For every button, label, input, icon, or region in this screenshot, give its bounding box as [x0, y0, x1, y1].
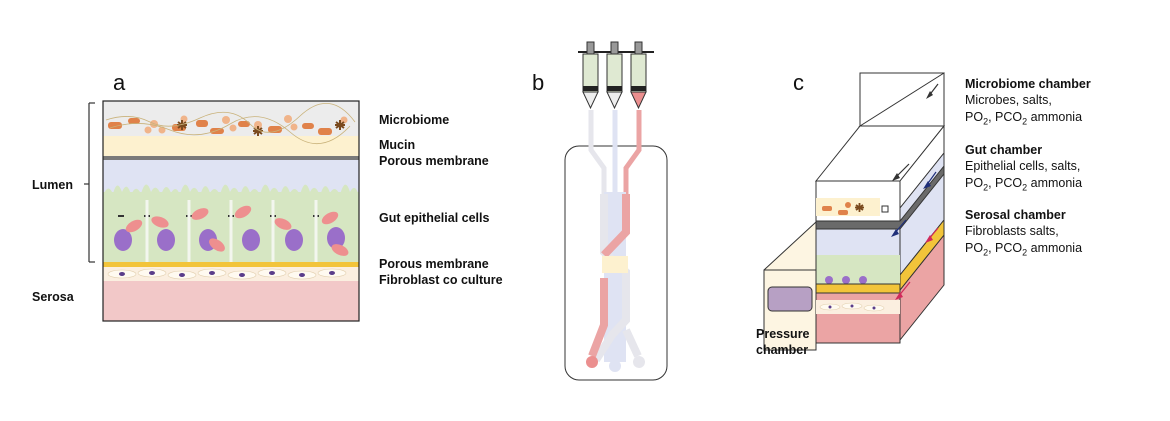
microbiome-chamber-block: Microbiome chamber Microbes, salts, PO2,… [965, 76, 1091, 131]
mucin-label: Mucin [379, 138, 416, 152]
pressure-chamber-bag [767, 286, 813, 312]
panel-a-letter: a [113, 70, 126, 95]
lumen-bracket [84, 102, 95, 263]
serosal-chamber-line2: PO2, PCO2 ammonia [965, 241, 1083, 258]
porous-membrane-bottom-label: Porous membrane [379, 257, 489, 271]
gut-chamber-title: Gut chamber [965, 143, 1043, 157]
gut-chamber-block: Gut chamber Epithelial cells, salts, PO2… [965, 142, 1082, 197]
panel-b-device [564, 41, 668, 381]
gut-chamber-line1: Epithelial cells, salts, [965, 159, 1081, 173]
gut-chamber-line2: PO2, PCO2 ammonia [965, 176, 1083, 193]
mucin-layer [103, 136, 359, 156]
microbiome-chamber-line1: Microbes, salts, [965, 93, 1052, 107]
gut-epithelial-label: Gut epithelial cells [379, 211, 490, 225]
nucleus [327, 227, 345, 249]
panel-c-device [763, 72, 946, 352]
porous-membrane-top [103, 156, 359, 160]
serosa-label: Serosa [32, 290, 74, 304]
porous-membrane-top-label: Porous membrane [379, 154, 489, 168]
syringe-right [630, 41, 647, 110]
fibroblast-label: Fibroblast co culture [379, 273, 503, 287]
serosal-chamber-line1: Fibroblasts salts, [965, 224, 1059, 238]
serosa-layer [103, 281, 359, 321]
panel-c-letter: c [793, 70, 804, 95]
porous-window [602, 256, 628, 273]
microbiome-chamber-title: Microbiome chamber [965, 77, 1091, 91]
microvilli [103, 184, 359, 200]
porous-membrane-bottom [103, 262, 359, 267]
panel-b-letter: b [532, 70, 545, 95]
syringe-middle [606, 41, 623, 110]
microbiome-label: Microbiome [379, 113, 450, 127]
pressure-chamber-label: Pressure chamber [756, 326, 810, 358]
microbiome-chamber-line2: PO2, PCO2 ammonia [965, 110, 1083, 127]
pressure-chamber-line1: Pressure [756, 327, 810, 341]
nucleus [157, 229, 175, 251]
pressure-chamber-line2: chamber [756, 343, 809, 357]
nucleus [242, 229, 260, 251]
serosal-chamber-title: Serosal chamber [965, 208, 1066, 222]
lumen-label: Lumen [32, 178, 73, 192]
nucleus [285, 229, 303, 251]
nucleus [114, 229, 132, 251]
microbes [105, 102, 356, 145]
serosal-chamber-block: Serosal chamber Fibroblasts salts, PO2, … [965, 207, 1082, 262]
syringe-left [582, 41, 599, 110]
panel-a-diagram [102, 100, 360, 322]
panel-a-border [102, 100, 360, 322]
